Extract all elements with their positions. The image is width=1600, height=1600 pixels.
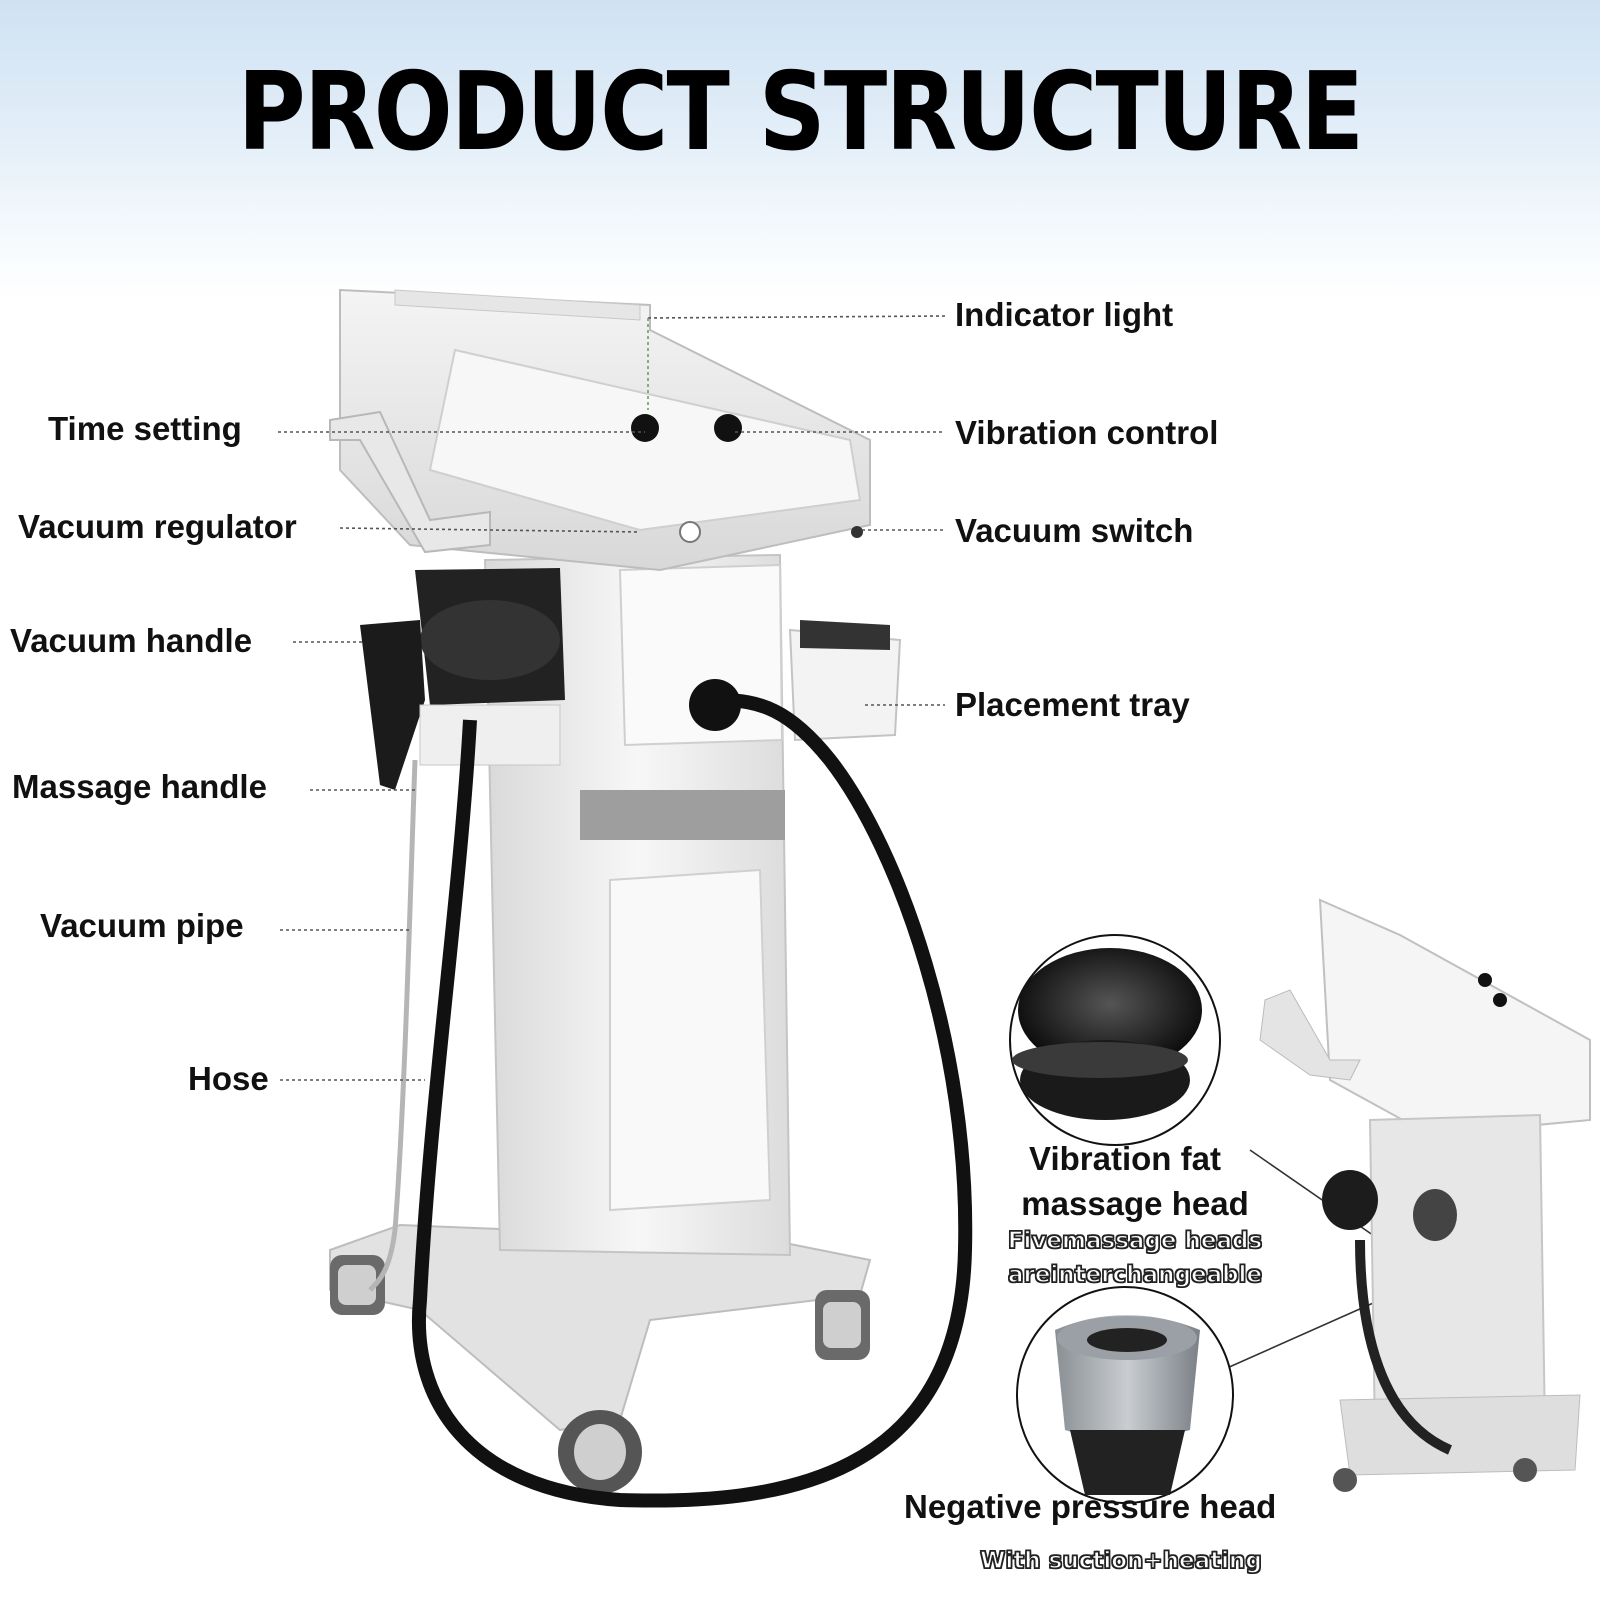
label-massage-handle: Massage handle	[12, 768, 267, 805]
negative-pressure-head-detail	[1016, 1286, 1234, 1504]
vacuum-pipe-shape	[368, 759, 418, 1292]
callout-vibration-note-1: Fivemassage heads	[1007, 1227, 1263, 1254]
label-vacuum-regulator: Vacuum regulator	[18, 508, 297, 545]
label-time-setting: Time setting	[48, 410, 242, 447]
hose-shape	[412, 693, 973, 1508]
switch-button	[851, 526, 863, 538]
small-machine	[1259, 898, 1591, 1492]
label-vibration-control: Vibration control	[955, 414, 1219, 451]
wheel	[558, 1410, 642, 1494]
accent-band	[580, 790, 785, 840]
label-indicator-light: Indicator light	[955, 296, 1174, 333]
regulator-knob	[679, 521, 701, 543]
sky-background	[0, 0, 1600, 300]
label-placement-tray: Placement tray	[955, 686, 1190, 723]
callout-vibration-head-title-2: massage head	[1021, 1185, 1249, 1222]
time-knob	[631, 414, 659, 442]
label-vacuum-switch: Vacuum switch	[955, 512, 1194, 549]
callout-negative-pressure-note: With suction+heating	[979, 1547, 1262, 1574]
callout-vibration-note-2: areinterchangeable	[1007, 1261, 1263, 1288]
vibration-knob	[714, 414, 742, 442]
main-machine	[329, 288, 973, 1508]
wheel	[330, 1255, 385, 1315]
vacuum-handle-shape	[360, 620, 425, 790]
page-title: PRODUCT STRUCTURE	[237, 50, 1365, 175]
leader-lines	[278, 315, 1381, 1381]
label-vacuum-pipe: Vacuum pipe	[40, 907, 244, 944]
label-vacuum-handle: Vacuum handle	[10, 622, 253, 659]
callout-negative-pressure-head: Negative pressure head	[904, 1488, 1277, 1525]
wheel	[815, 1290, 870, 1360]
callout-vibration-head-title-1: Vibration fat	[1029, 1140, 1221, 1177]
label-hose: Hose	[188, 1060, 269, 1097]
vibration-head-detail	[1009, 934, 1221, 1146]
